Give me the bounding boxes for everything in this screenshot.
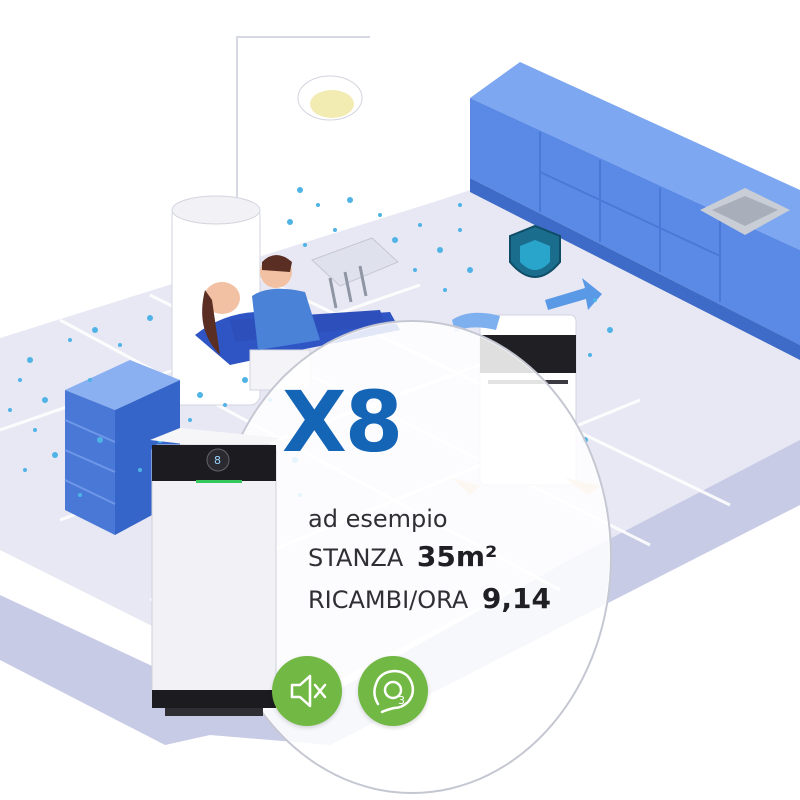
svg-text:8: 8 — [214, 454, 221, 467]
silent-badge — [272, 656, 342, 726]
room-size-value: 35m² — [416, 540, 498, 573]
room-size-label: STANZA — [308, 544, 404, 572]
product-model: X8 — [282, 373, 403, 471]
room-size-row: STANZA 35m² — [308, 540, 497, 573]
air-changes-row: RICAMBI/ORA 9,14 — [308, 582, 551, 615]
air-changes-value: 9,14 — [481, 582, 552, 615]
silent-speaker-icon — [290, 674, 327, 708]
air-changes-label: RICAMBI/ORA — [308, 586, 469, 614]
ozone-free-icon: 3 — [373, 669, 415, 714]
ozone-free-badge: 3 — [358, 656, 428, 726]
example-note: ad esempio — [308, 505, 448, 533]
svg-text:3: 3 — [398, 694, 405, 707]
